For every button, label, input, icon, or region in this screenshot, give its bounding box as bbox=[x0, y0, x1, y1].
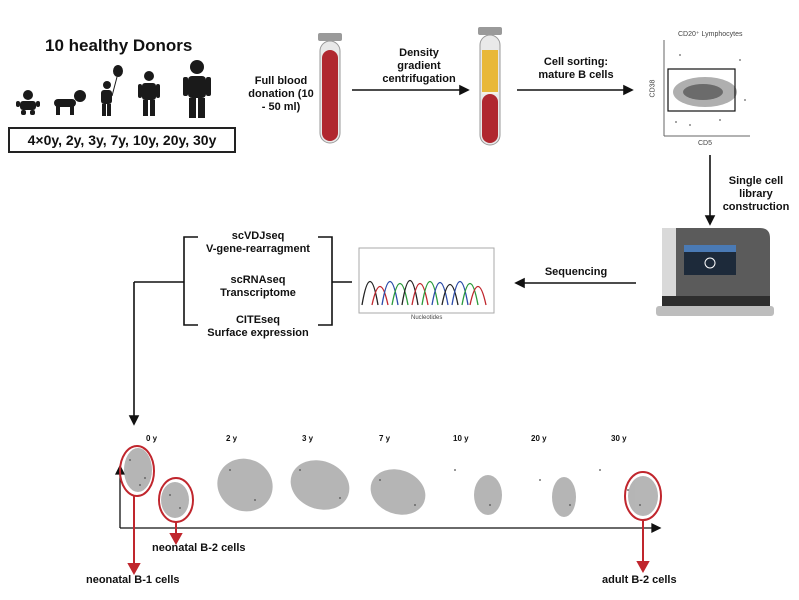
cluster-2y bbox=[217, 458, 273, 512]
method-cite-desc: Surface expression bbox=[207, 327, 309, 339]
cluster-20y bbox=[552, 477, 576, 517]
centrifuged-tube-icon bbox=[478, 27, 502, 146]
facs-xlabel: CD5 bbox=[698, 140, 713, 147]
method-cite: CITEseq Surface expression bbox=[196, 314, 320, 340]
label-library-construction: Single cell library construction bbox=[722, 175, 790, 213]
method-vdj-name: scVDJseq bbox=[231, 230, 285, 242]
arrow-centrifuge-to-sorting bbox=[517, 84, 634, 96]
method-vdj: scVDJseq V-gene-rearragment bbox=[196, 230, 320, 256]
facs-plot bbox=[663, 40, 750, 137]
cluster-7y bbox=[370, 469, 426, 515]
callout-neonatal-b2 bbox=[158, 477, 194, 546]
facs-ylabel: CD38 bbox=[649, 79, 657, 98]
cluster-0y-b bbox=[161, 482, 189, 518]
callout-label-neonatal-b1: neonatal B-1 cells bbox=[86, 574, 180, 586]
label-blood-donation: Full blood donation (10 - 50 ml) bbox=[248, 75, 314, 113]
cluster-30y bbox=[628, 476, 658, 516]
chromatogram-plot bbox=[358, 247, 495, 314]
callout-label-adult-b2: adult B-2 cells bbox=[602, 574, 677, 586]
arrow-sorting-to-library bbox=[704, 155, 716, 226]
baby-icon bbox=[16, 90, 40, 115]
method-cite-name: CITEseq bbox=[235, 314, 280, 326]
cluster-10y bbox=[474, 475, 502, 515]
arrow-blood-to-centrifuge bbox=[352, 84, 470, 96]
label-cell-sorting: Cell sorting: mature B cells bbox=[538, 56, 614, 81]
age-label-0y: 0 y bbox=[146, 434, 158, 443]
crawling-baby-icon bbox=[54, 90, 86, 115]
cluster-0y-a bbox=[124, 448, 152, 492]
method-rna: scRNAseq Transcriptome bbox=[196, 274, 320, 300]
callout-label-neonatal-b2: neonatal B-2 cells bbox=[152, 542, 246, 554]
label-sequencing: Sequencing bbox=[544, 266, 608, 278]
method-vdj-desc: V-gene-rearragment bbox=[206, 243, 310, 255]
methods-bracket bbox=[128, 236, 352, 426]
age-label-3y: 3 y bbox=[302, 434, 314, 443]
method-rna-name: scRNAseq bbox=[230, 274, 286, 286]
adult-icon bbox=[183, 60, 211, 118]
sequencer-icon bbox=[656, 228, 774, 316]
age-label-2y: 2 y bbox=[226, 434, 238, 443]
age-label-7y: 7 y bbox=[379, 434, 391, 443]
blood-tube-icon bbox=[318, 33, 342, 144]
label-density-centrifugation: Density gradient centrifugation bbox=[382, 47, 456, 85]
donors-title: 10 healthy Donors bbox=[45, 36, 193, 55]
age-label-10y: 10 y bbox=[453, 434, 469, 443]
age-clusters bbox=[124, 448, 658, 518]
teen-icon bbox=[138, 71, 160, 116]
cluster-3y bbox=[290, 460, 350, 510]
facs-title: CD20⁺ Lymphocytes bbox=[678, 31, 743, 38]
child-with-balloon-icon bbox=[101, 65, 123, 116]
age-label-20y: 20 y bbox=[531, 434, 547, 443]
method-rna-desc: Transcriptome bbox=[220, 287, 296, 299]
cluster-scatter-dots bbox=[129, 459, 641, 509]
age-label-30y: 30 y bbox=[611, 434, 627, 443]
chromatogram-xlabel: Nucleotides bbox=[411, 315, 443, 321]
donor-ages: 4×0y, 2y, 3y, 7y, 10y, 20y, 30y bbox=[8, 127, 236, 153]
callout-neonatal-b1 bbox=[119, 445, 155, 576]
callout-adult-b2 bbox=[624, 471, 662, 574]
arrow-sequencing bbox=[514, 277, 636, 289]
